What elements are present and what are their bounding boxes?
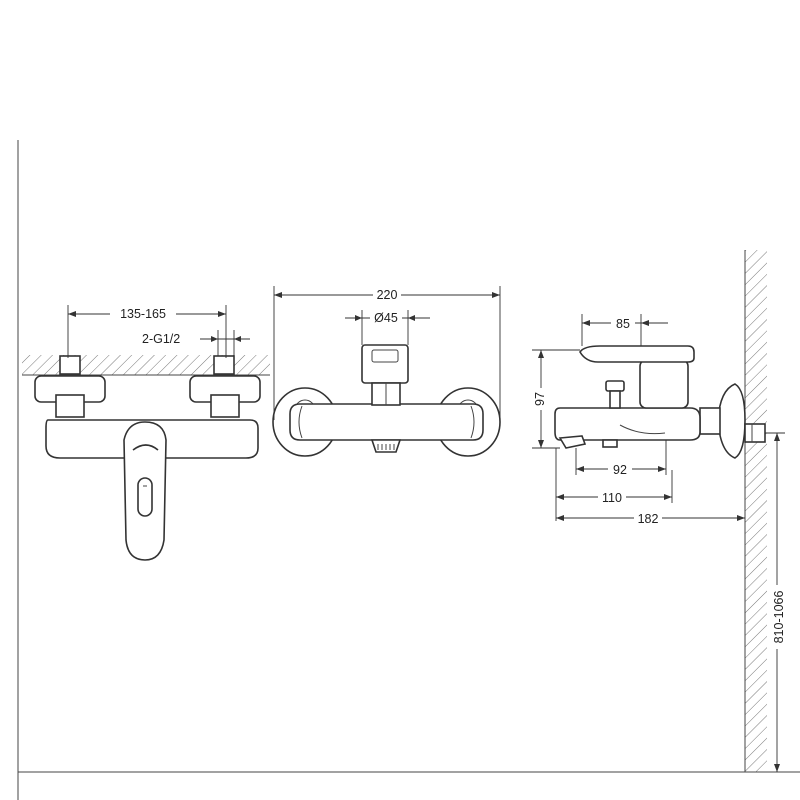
label-mount-height: 810-1066	[772, 591, 786, 644]
side-view: 85 97 92 11	[531, 250, 788, 772]
dim-inlet-spacing: 135-165	[67, 305, 227, 358]
side-spout	[558, 435, 587, 449]
label-total-projection: 182	[638, 512, 659, 526]
top-handle	[361, 344, 409, 384]
front-view: 135-165 2-G1/2	[22, 305, 270, 561]
right-eccentric-connector	[189, 355, 261, 418]
dim-spout-depth: 92	[575, 440, 667, 477]
left-eccentric-connector	[34, 355, 106, 418]
side-mixer-body	[554, 407, 701, 441]
label-width-220: 220	[377, 288, 398, 302]
wall-connector	[699, 383, 766, 459]
label-inlet-spacing: 135-165	[120, 307, 166, 321]
top-view: 220 Ø45	[272, 286, 501, 457]
dim-total-projection: 182	[556, 511, 745, 526]
sheet-frame	[17, 140, 800, 800]
dim-aerator: Ø45	[345, 310, 430, 345]
label-thread: 2-G1/2	[142, 332, 180, 346]
dim-handle-reach: 85	[581, 314, 668, 346]
label-aerator: Ø45	[374, 311, 398, 325]
diverter-knob	[605, 380, 625, 392]
dim-thread: 2-G1/2	[142, 330, 250, 356]
side-wall	[745, 250, 767, 772]
label-spout-depth: 92	[613, 463, 627, 477]
label-spout-projection: 110	[602, 491, 622, 505]
front-wall-hatch	[22, 355, 270, 375]
dim-spout-projection: 110	[555, 448, 673, 521]
top-mixer-body	[289, 403, 484, 441]
dim-mount-height: 810-1066	[765, 432, 788, 772]
dim-width-220: 220	[273, 286, 501, 420]
dim-body-height: 97	[531, 349, 580, 449]
label-handle-reach: 85	[616, 317, 630, 331]
label-body-height: 97	[533, 392, 547, 406]
side-lever	[579, 345, 695, 363]
side-cartridge	[639, 359, 689, 409]
